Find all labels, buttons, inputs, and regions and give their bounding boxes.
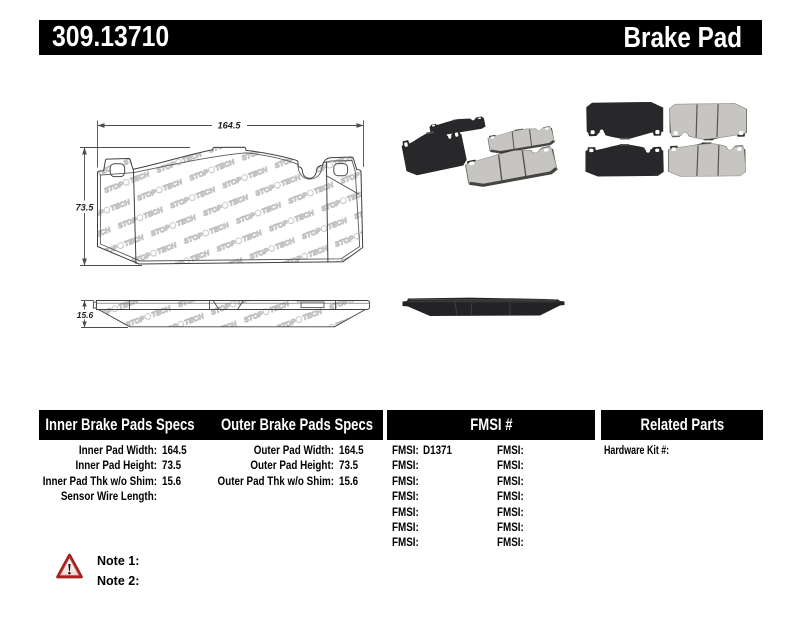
svg-text:73.5: 73.5 [76, 202, 95, 212]
svg-text:164.5: 164.5 [218, 121, 242, 131]
svg-text:!: ! [67, 562, 72, 579]
svg-text:15.6: 15.6 [77, 310, 94, 320]
